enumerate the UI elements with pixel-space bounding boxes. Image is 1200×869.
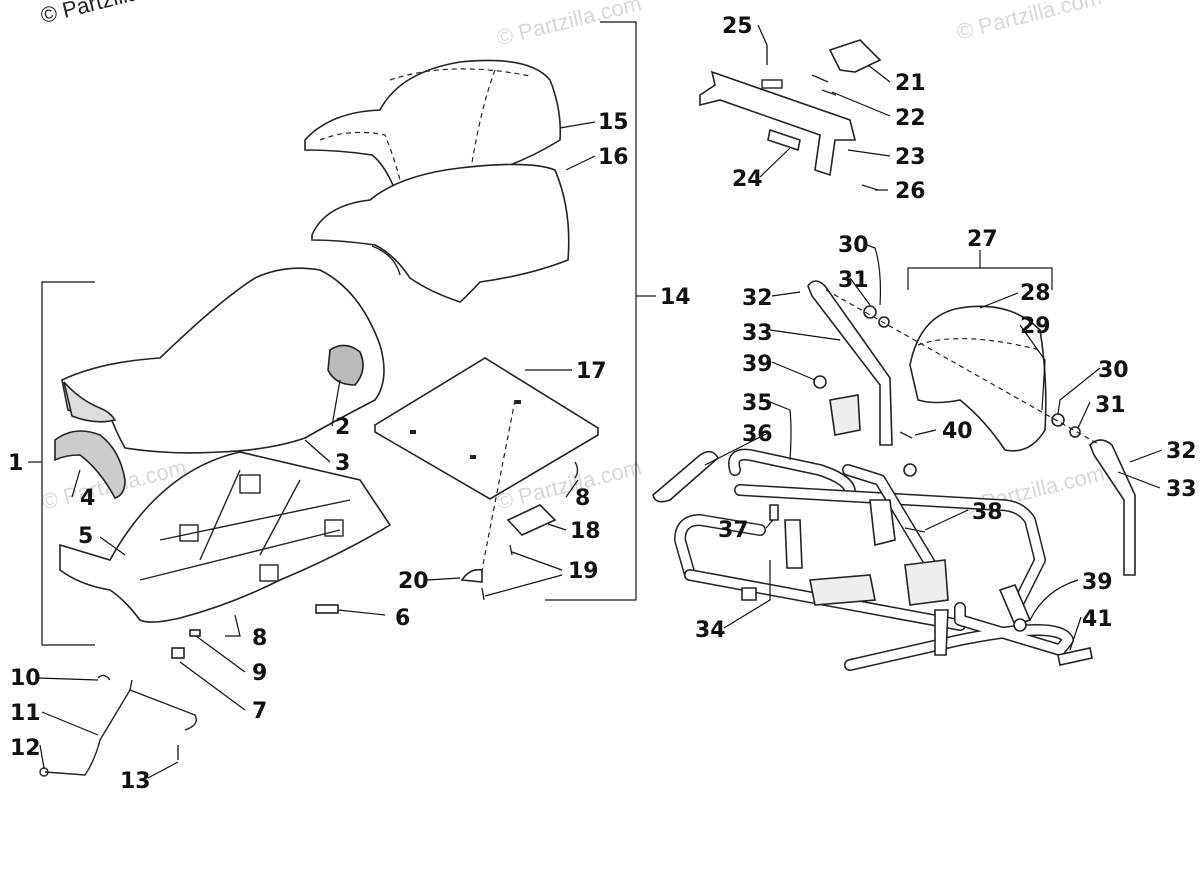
- callout-4: 4: [80, 486, 95, 511]
- callout-8: 8: [252, 626, 267, 651]
- callout-14: 14: [660, 285, 691, 310]
- screw-part-19b: [509, 544, 513, 556]
- callout-16: 16: [598, 145, 629, 170]
- callout-1: 1: [8, 451, 23, 476]
- callout-10: 10: [10, 666, 41, 691]
- callout-35: 35: [742, 391, 773, 416]
- bolt-part-34: [741, 587, 757, 601]
- callout-37: 37: [718, 518, 749, 543]
- rack-part-35: [674, 448, 1074, 671]
- backrest-arm-part-33: [807, 280, 893, 446]
- main-seat-part-3: [61, 267, 385, 454]
- decal-part-41: [1057, 647, 1093, 666]
- washer-part-9: [189, 629, 201, 637]
- callout-19: 19: [568, 559, 599, 584]
- screw-part-19: [481, 587, 485, 601]
- callout-32: 32: [742, 286, 773, 311]
- callout-30: 30: [838, 233, 869, 258]
- callout-5: 5: [78, 524, 93, 549]
- nut-part-39: [813, 375, 827, 389]
- callout-25: 25: [722, 14, 753, 39]
- bolt-part-40: [899, 431, 913, 439]
- callout-29: 29: [1020, 314, 1051, 339]
- bolt-part-38: [904, 527, 926, 533]
- callout-27: 27: [967, 227, 998, 252]
- washer-part-30: [878, 316, 890, 328]
- backrest-arm-part-33b: [1089, 439, 1136, 576]
- callout-41: 41: [1082, 607, 1113, 632]
- clip-part-8: [574, 461, 579, 479]
- nut-part-7: [171, 647, 185, 659]
- callout-24: 24: [732, 167, 763, 192]
- callout-28: 28: [1020, 281, 1051, 306]
- callout-11: 11: [10, 701, 41, 726]
- group-bracket-1: [41, 281, 95, 646]
- callout-33b: 33: [1166, 477, 1197, 502]
- callout-2: 2: [335, 415, 350, 440]
- callout-15: 15: [598, 110, 629, 135]
- callout-18: 18: [570, 519, 601, 544]
- bracket-part-23: [699, 39, 882, 191]
- callout-17: 17: [576, 359, 607, 384]
- callout-13: 13: [120, 769, 151, 794]
- trim-part-4: [54, 430, 126, 499]
- callout-26: 26: [895, 179, 926, 204]
- clip-part-20: [460, 568, 483, 583]
- seat-base-part-5: [59, 451, 392, 623]
- callout-3: 3: [335, 451, 350, 476]
- spacer-part-31: [863, 305, 877, 319]
- seat-cover-part-15: [304, 59, 562, 216]
- callout-39b: 39: [1082, 570, 1113, 595]
- seat-foam-part-16: [311, 163, 570, 303]
- callout-31: 31: [838, 268, 869, 293]
- callout-33: 33: [742, 321, 773, 346]
- callout-40: 40: [942, 419, 973, 444]
- callout-labels: 1 2 3 4 5 6 7 8 8 9 10 11 12 13 14 15 16…: [8, 14, 1197, 794]
- callout-23: 23: [895, 145, 926, 170]
- leader-lines: [37, 24, 1163, 779]
- bracket-part-18: [506, 504, 557, 536]
- callout-9: 9: [252, 661, 267, 686]
- base-plate-part-17: [373, 357, 600, 581]
- callout-12: 12: [10, 736, 41, 761]
- callout-22: 22: [895, 106, 926, 131]
- callout-7: 7: [252, 699, 267, 724]
- callout-30b: 30: [1098, 358, 1129, 383]
- callout-39: 39: [742, 352, 773, 377]
- bolt-part-37: [769, 504, 779, 521]
- grip-part-36: [652, 450, 720, 503]
- group-bracket-14: [545, 21, 637, 601]
- callout-36: 36: [742, 422, 773, 447]
- callout-32b: 32: [1166, 439, 1197, 464]
- clip-part-6: [315, 604, 339, 614]
- callout-31b: 31: [1095, 393, 1126, 418]
- callout-21: 21: [895, 71, 926, 96]
- latch-rod-part-11: [39, 674, 197, 777]
- callout-34: 34: [695, 618, 726, 643]
- callout-8b: 8: [575, 486, 590, 511]
- backrest-pad-part-28: [909, 305, 1047, 452]
- callout-38: 38: [972, 500, 1003, 525]
- callout-6: 6: [395, 606, 410, 631]
- callout-20: 20: [398, 569, 429, 594]
